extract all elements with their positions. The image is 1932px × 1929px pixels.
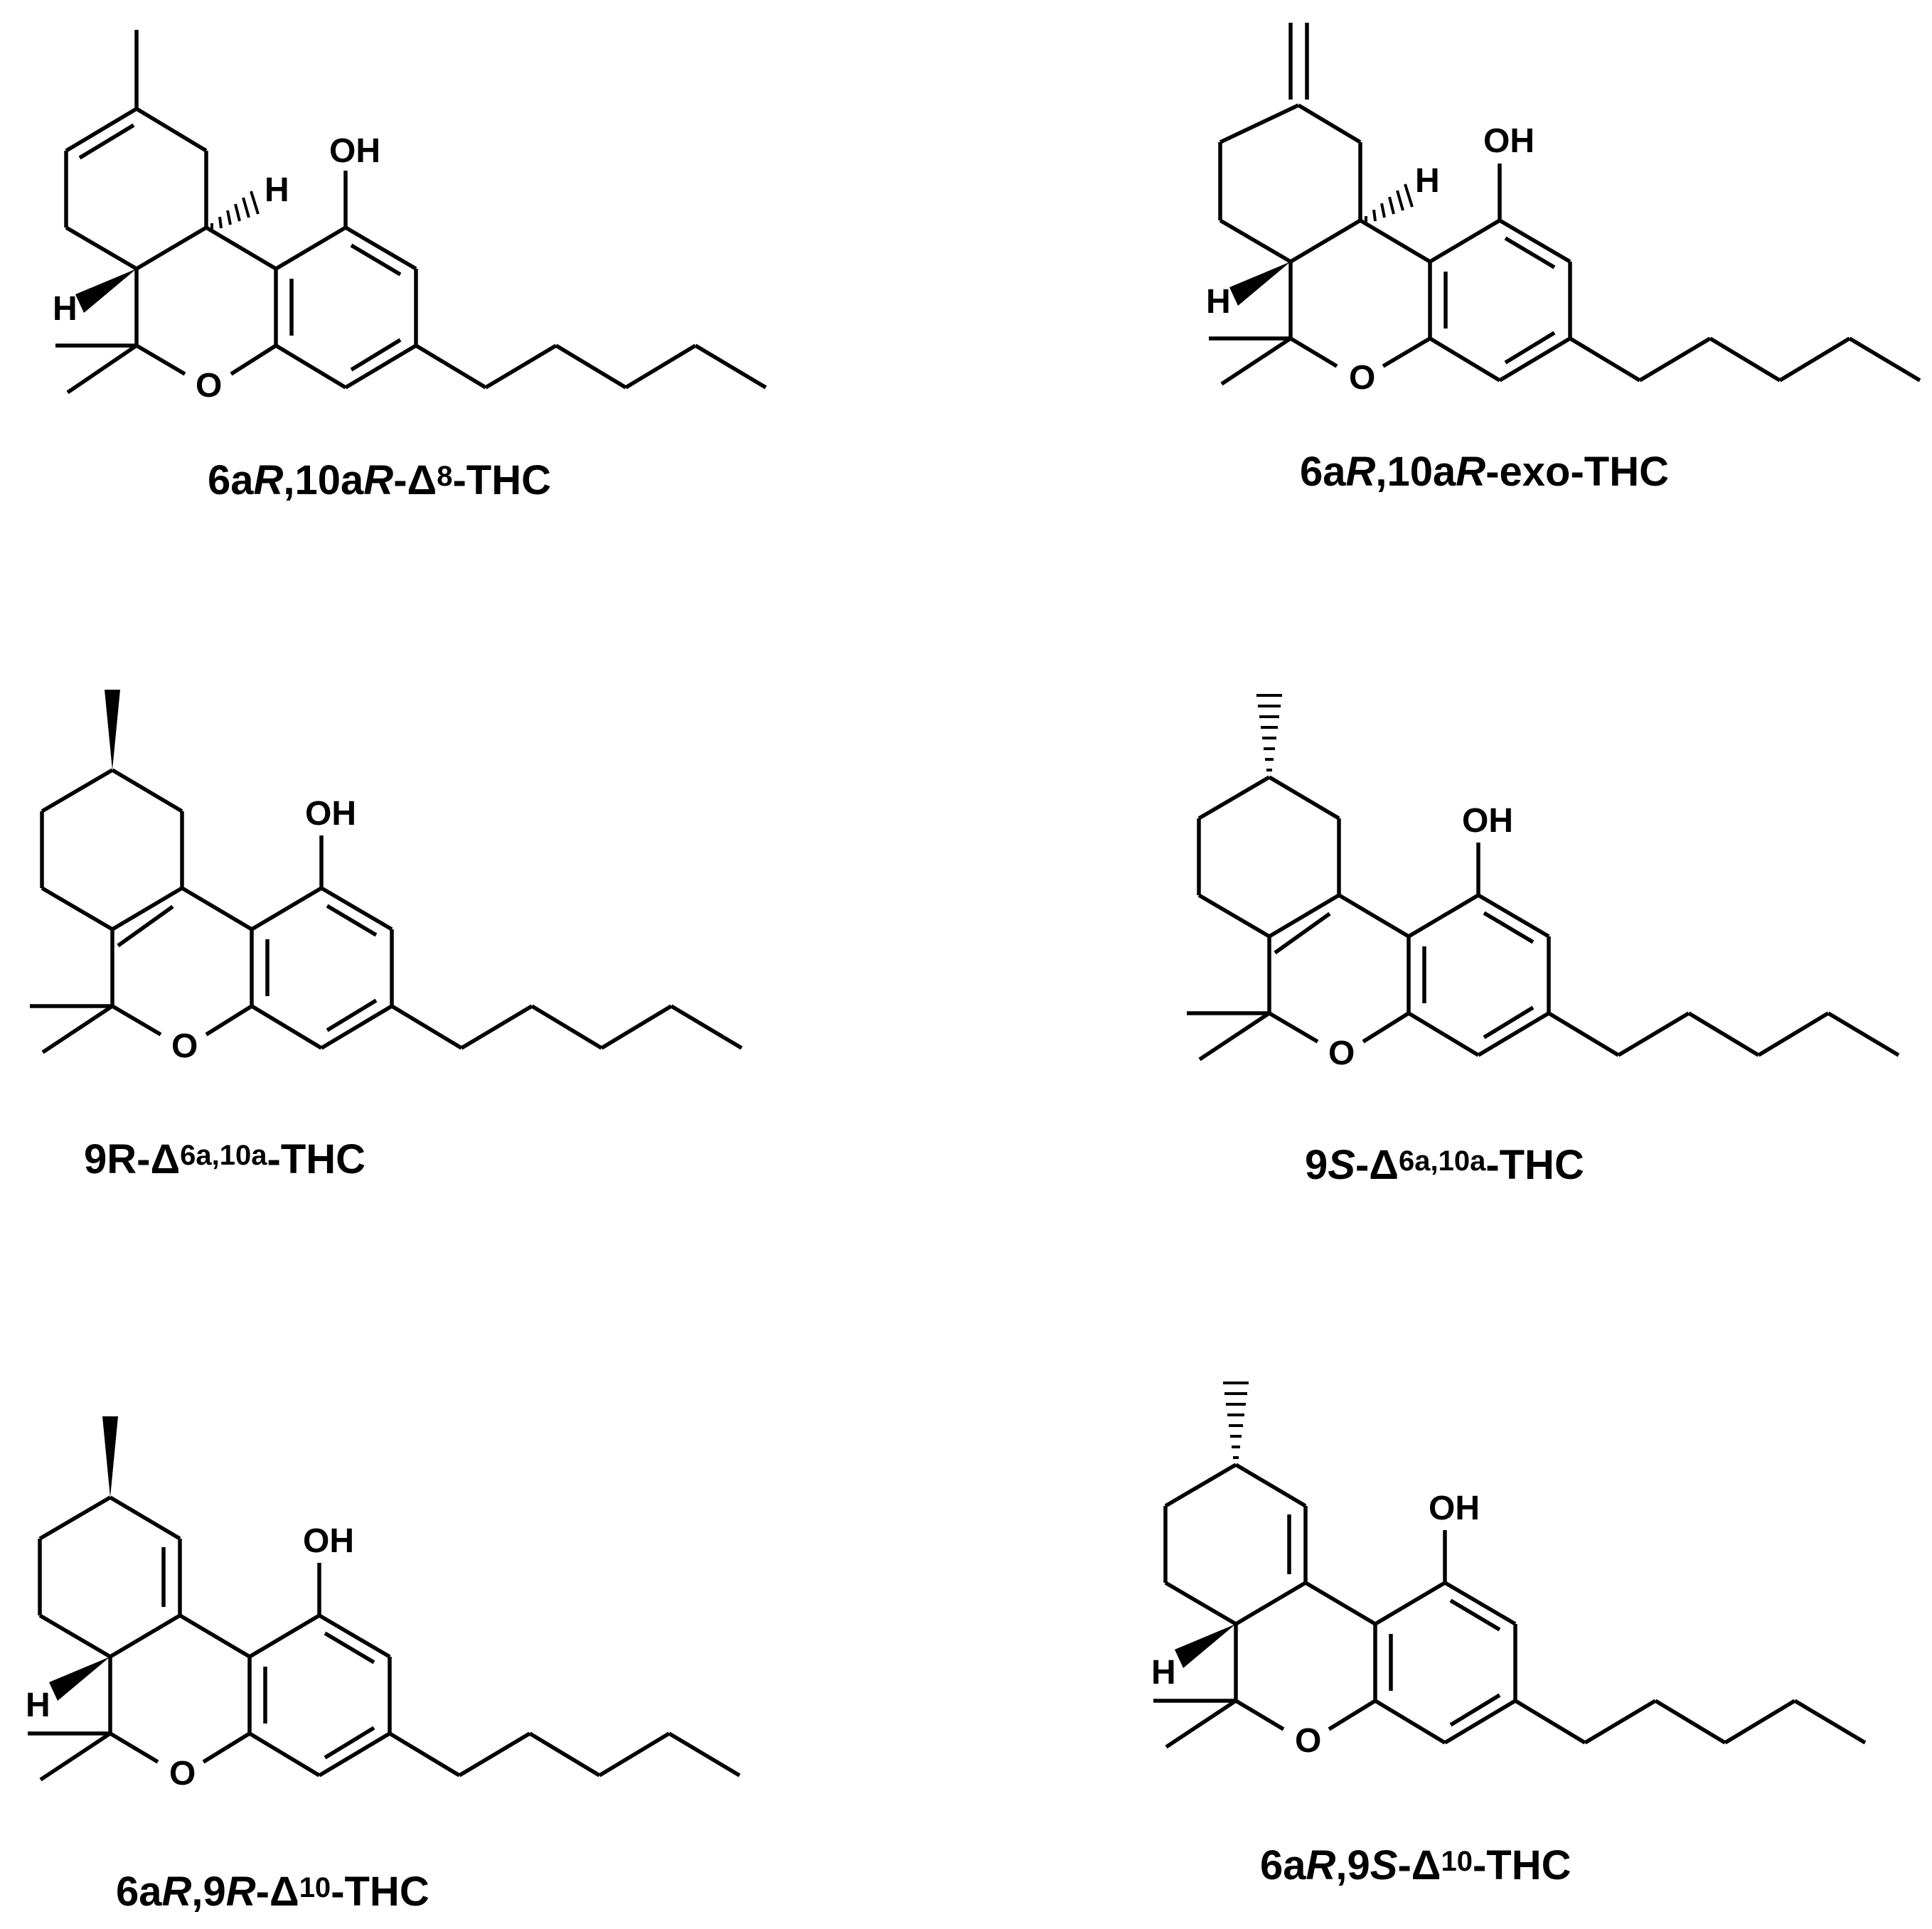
compound-label-part: 10 bbox=[1441, 1846, 1473, 1877]
hash-bond bbox=[1365, 183, 1414, 225]
compound-9s-delta6a10a-thc: OH O 9S-Δ6a,10a-THC bbox=[1187, 694, 1900, 1188]
hydroxyl-label: OH bbox=[1462, 802, 1513, 840]
wedge-bond bbox=[1229, 262, 1291, 306]
atom-labels: OH O bbox=[1328, 802, 1513, 1072]
bonds bbox=[1187, 775, 1900, 1062]
compound-label-part: 6a bbox=[116, 1869, 162, 1915]
compound-label-part: -THC bbox=[1485, 1142, 1584, 1188]
oxygen-label: O bbox=[1328, 1035, 1355, 1072]
wedge-bond bbox=[49, 1657, 110, 1701]
compound-label-part: S bbox=[1370, 1842, 1398, 1888]
bonds bbox=[55, 30, 767, 395]
compound-label-part: 6a,10a bbox=[180, 1140, 267, 1171]
hydroxyl-label: OH bbox=[303, 1522, 354, 1560]
compound-label: 6aR,9R-Δ10-THC bbox=[116, 1869, 429, 1915]
compound-label-part: ,9 bbox=[1335, 1842, 1370, 1888]
compound-exo-thc: OH O H H 6aR,10aR-exo-THC bbox=[1206, 23, 1921, 495]
hydrogen-label: H bbox=[53, 290, 78, 328]
oxygen-label: O bbox=[196, 367, 222, 405]
oxygen-label: O bbox=[169, 1755, 196, 1792]
hash-bond bbox=[1223, 1382, 1249, 1459]
compound-label-part: R bbox=[254, 457, 284, 503]
compound-label-part: ,9 bbox=[191, 1869, 225, 1915]
compound-6ar9s-delta10-thc: OH O H 6aR,9S-Δ10-THC bbox=[1151, 1382, 1867, 1888]
compound-label: 6aR,10aR-exo-THC bbox=[1300, 449, 1669, 495]
hydroxyl-label: OH bbox=[329, 132, 380, 170]
compound-label-part: ,10a bbox=[283, 457, 364, 503]
hydroxyl-label: OH bbox=[305, 795, 356, 833]
atom-labels: OH O H H bbox=[1206, 122, 1535, 397]
wedge-bond bbox=[1175, 1624, 1236, 1668]
bonds bbox=[1209, 23, 1921, 386]
hydrogen-label: H bbox=[265, 171, 289, 209]
compound-label-part: R bbox=[162, 1869, 192, 1915]
compound-label: 6aR,10aR-Δ8-THC bbox=[208, 457, 551, 503]
compound-label-part: -Δ bbox=[1355, 1142, 1399, 1188]
oxygen-label: O bbox=[1349, 359, 1375, 397]
wedge-bond bbox=[105, 690, 120, 770]
compound-label-part: 6a bbox=[208, 457, 254, 503]
atom-labels: OH O bbox=[171, 795, 356, 1065]
compound-label-part: -THC bbox=[452, 457, 551, 503]
compound-delta8-thc: OH O H H 6aR,10aR-Δ8-THC bbox=[53, 30, 767, 503]
compound-label-part: R bbox=[1346, 449, 1376, 495]
hash-bond bbox=[1256, 694, 1282, 771]
wedge-bond bbox=[102, 1416, 118, 1497]
atom-labels: OH O H bbox=[26, 1522, 354, 1792]
compound-label-part: 8 bbox=[437, 461, 452, 492]
compound-label: 6aR,9S-Δ10-THC bbox=[1260, 1842, 1571, 1888]
hydroxyl-label: OH bbox=[1429, 1490, 1480, 1527]
compound-label-part: -Δ bbox=[1397, 1842, 1441, 1888]
hash-bond bbox=[210, 191, 260, 232]
oxygen-label: O bbox=[1295, 1722, 1321, 1760]
compound-label: 9R-Δ6a,10a-THC bbox=[84, 1136, 365, 1182]
compound-label-part: R bbox=[363, 457, 393, 503]
compound-label-part: ,10a bbox=[1375, 449, 1456, 495]
compound-label-part: 9R-Δ bbox=[84, 1136, 180, 1182]
compound-label: 9S-Δ6a,10a-THC bbox=[1305, 1142, 1584, 1188]
hydrogen-label: H bbox=[1206, 283, 1231, 321]
atom-labels: OH O H H bbox=[53, 132, 380, 405]
compound-label-part: R bbox=[1306, 1842, 1336, 1888]
hydroxyl-label: OH bbox=[1483, 122, 1535, 160]
bonds bbox=[28, 1495, 741, 1782]
wedge-bond bbox=[75, 269, 137, 313]
compound-label-part: S bbox=[1328, 1142, 1355, 1188]
compound-label-part: -THC bbox=[331, 1869, 429, 1915]
compound-label-part: -Δ bbox=[393, 457, 437, 503]
hydrogen-label: H bbox=[1151, 1654, 1176, 1692]
bonds bbox=[1153, 1463, 1867, 1749]
compound-label-part: 6a bbox=[1300, 449, 1346, 495]
compound-label-part: -THC bbox=[267, 1136, 366, 1182]
bonds bbox=[30, 768, 743, 1054]
compound-label-part: R bbox=[1456, 449, 1485, 495]
hydrogen-label: H bbox=[1415, 162, 1440, 200]
compound-label-part: -exo-THC bbox=[1485, 449, 1669, 495]
atom-labels: OH O H bbox=[1151, 1490, 1480, 1760]
compound-9r-delta6a10a-thc: OH O 9R-Δ6a,10a-THC bbox=[30, 690, 743, 1182]
oxygen-label: O bbox=[171, 1027, 198, 1065]
hydrogen-label: H bbox=[26, 1687, 50, 1724]
compound-label-part: 9 bbox=[1305, 1142, 1328, 1188]
compound-label-part: -THC bbox=[1473, 1842, 1571, 1888]
compound-label-part: 6a,10a bbox=[1399, 1145, 1486, 1177]
compound-label-part: 6a bbox=[1260, 1842, 1306, 1888]
compound-label-part: R bbox=[226, 1869, 256, 1915]
compound-6ar9r-delta10-thc: OH O H 6aR,9R-Δ10-THC bbox=[26, 1416, 741, 1915]
compound-label-part: 10 bbox=[299, 1872, 331, 1903]
compound-label-part: -Δ bbox=[256, 1869, 299, 1915]
